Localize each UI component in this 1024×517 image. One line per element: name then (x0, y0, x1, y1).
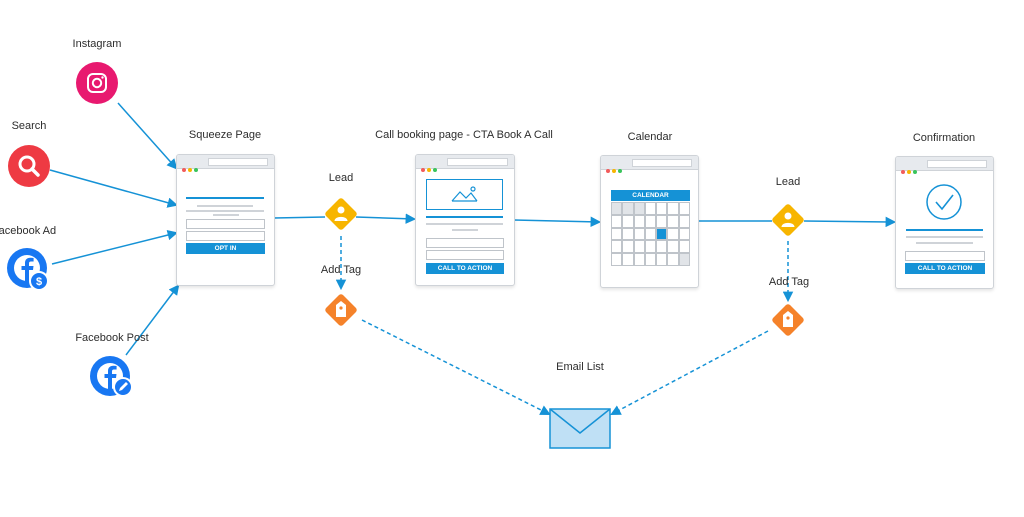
calendar-cell (611, 227, 623, 241)
calendar-cell (667, 253, 679, 266)
calendar-cell (622, 240, 634, 254)
connector-booking-calendar (513, 216, 602, 228)
connector-facebook-post-squeeze (125, 284, 180, 356)
calendar-cell (633, 214, 645, 228)
person-icon (781, 212, 795, 227)
calendar-cell (667, 202, 679, 215)
calendar-cell (656, 214, 668, 228)
envelope-icon (549, 408, 611, 449)
browser-bar (601, 156, 698, 173)
calendar-cell (678, 253, 690, 266)
facebook-ad-label: Facebook Ad (0, 225, 57, 237)
squeeze-page-label: Squeeze Page (188, 129, 262, 141)
connector-lead-booking (355, 213, 417, 224)
connector-tag-email-2 (610, 330, 769, 415)
call-to-action-button-1: CALL TO ACTION (426, 263, 504, 274)
form-field (186, 219, 265, 229)
call-to-action-button-2: CALL TO ACTION (905, 263, 985, 274)
headline-line (186, 197, 264, 199)
lead-node-1 (325, 198, 357, 230)
call-booking-label: Call booking page - CTA Book A Call (375, 129, 553, 141)
form-field (426, 250, 504, 260)
person-icon (334, 206, 348, 221)
svg-text:$: $ (36, 276, 42, 288)
calendar-cell (644, 240, 657, 254)
calendar-cell (656, 202, 668, 215)
calendar-cell (611, 202, 623, 215)
facebook-ad-icon: $ (7, 248, 49, 291)
facebook-post-label: Facebook Post (75, 332, 149, 344)
connector-instagram-squeeze (117, 102, 178, 170)
calendar-cell (667, 240, 679, 254)
add-tag-label-2: Add Tag (768, 276, 810, 288)
calendar-cell (633, 227, 645, 241)
squeeze-page-mockup: OPT IN (176, 154, 275, 286)
calendar-cell (622, 214, 634, 228)
calendar-cell (633, 202, 645, 215)
calendar-cell (678, 202, 690, 215)
calendar-label: Calendar (627, 131, 673, 143)
calendar-cell (633, 253, 645, 266)
image-placeholder-icon (426, 179, 503, 210)
calendar-cell (644, 253, 657, 266)
browser-bar (896, 157, 993, 174)
connector-search-squeeze (49, 169, 179, 208)
calendar-cell (656, 240, 668, 254)
add-tag-node-2 (772, 304, 804, 336)
lead-node-2 (772, 204, 804, 236)
calendar-cell (644, 227, 657, 241)
calendar-cell (644, 214, 657, 228)
calendar-cell (644, 202, 657, 215)
calendar-cell (678, 240, 690, 254)
instagram-icon (76, 62, 118, 104)
form-field (905, 251, 985, 261)
calendar-cell (622, 253, 634, 266)
calendar-cell (667, 227, 679, 241)
calendar-cell (633, 240, 645, 254)
calendar-cell (656, 253, 668, 266)
calendar-header: CALENDAR (611, 190, 690, 201)
calendar-cell (678, 227, 690, 241)
calendar-cell (622, 227, 634, 241)
add-tag-label-1: Add Tag (320, 264, 362, 276)
search-label: Search (11, 120, 47, 132)
tag-icon (783, 311, 793, 327)
browser-bar (416, 155, 514, 172)
connector-lead-confirmation (803, 216, 897, 228)
calendar-mockup: CALENDAR (600, 155, 699, 288)
email-list-label: Email List (556, 361, 604, 373)
calendar-cell (667, 214, 679, 228)
connector-squeeze-lead (273, 216, 326, 219)
calendar-cell (611, 214, 623, 228)
lead-label-1: Lead (328, 172, 354, 184)
confirmation-page-mockup: CALL TO ACTION (895, 156, 994, 289)
calendar-cell (678, 214, 690, 228)
form-field (186, 231, 265, 241)
confirmation-label: Confirmation (912, 132, 976, 144)
search-icon (8, 145, 50, 187)
calendar-cell (622, 202, 634, 215)
lead-label-2: Lead (775, 176, 801, 188)
browser-bar (177, 155, 274, 172)
facebook-post-icon (90, 356, 133, 397)
call-booking-page-mockup: CALL TO ACTION (415, 154, 515, 286)
checkmark-icon (925, 183, 962, 220)
calendar-grid (611, 202, 690, 266)
add-tag-node-1 (325, 294, 357, 326)
connector-tag-email-1 (361, 319, 551, 415)
tag-icon (336, 301, 346, 317)
opt-in-button: OPT IN (186, 243, 265, 254)
calendar-cell (656, 227, 668, 241)
instagram-label: Instagram (72, 38, 122, 50)
calendar-cell (611, 253, 623, 266)
calendar-cell (611, 240, 623, 254)
form-field (426, 238, 504, 248)
connector-facebook-ad-squeeze (51, 229, 179, 265)
